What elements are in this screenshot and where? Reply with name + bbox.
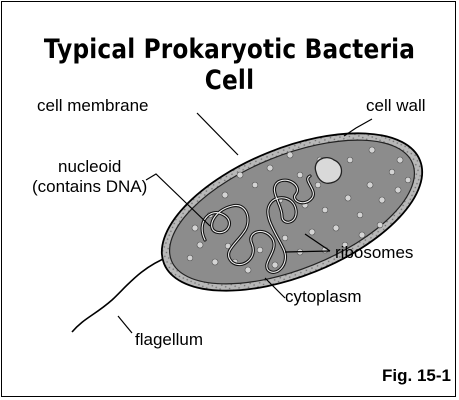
plasmid-ring <box>315 158 341 184</box>
label-nucleoid: nucleoid <box>58 157 121 177</box>
label-cell-membrane: cell membrane <box>37 96 149 116</box>
leader-cell-membrane <box>197 113 238 155</box>
label-cytoplasm: cytoplasm <box>285 287 362 307</box>
figure-number: Fig. 15-1 <box>382 366 451 386</box>
leader-flagellum <box>118 316 132 333</box>
label-flagellum: flagellum <box>135 330 203 350</box>
flagellum-shape <box>72 256 170 332</box>
label-cell-wall: cell wall <box>366 96 426 116</box>
label-contains-dna: (contains DNA) <box>32 177 147 197</box>
label-ribosomes: ribosomes <box>335 243 413 263</box>
